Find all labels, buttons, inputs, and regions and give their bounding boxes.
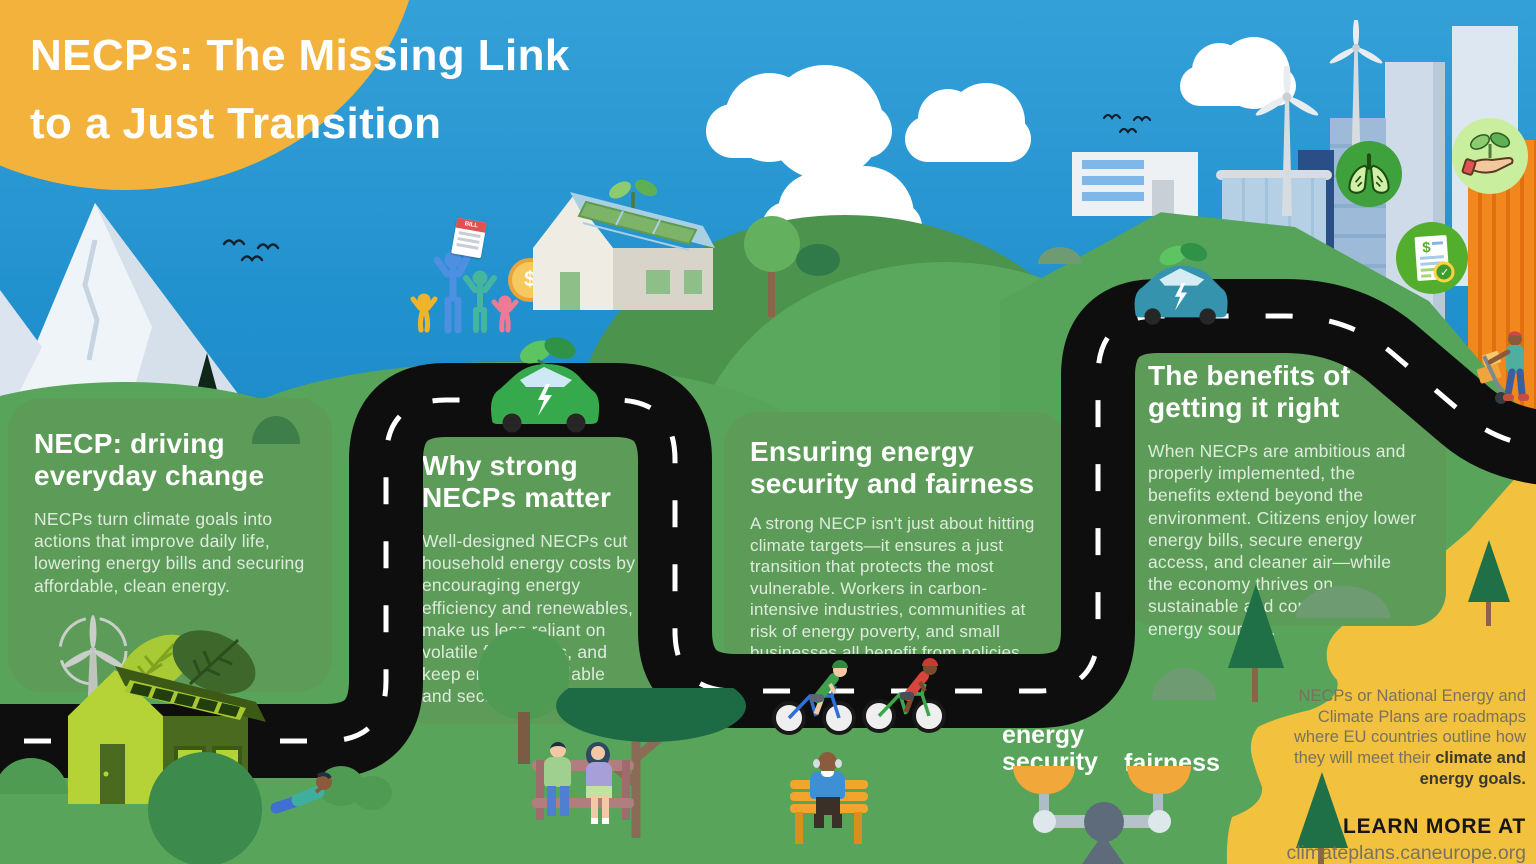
bench-post xyxy=(536,760,544,820)
scale-pivot-left xyxy=(1033,810,1056,833)
section-heading-1: NECP: driving everyday change xyxy=(34,428,265,492)
bill-check-mark: ✓ xyxy=(1440,267,1449,279)
office-windows xyxy=(1082,160,1144,169)
title-line-2: to a Just Transition xyxy=(30,99,442,149)
section-panel-2: Why strong NECPs matter Well-designed NE… xyxy=(396,424,664,724)
elderly-head xyxy=(818,752,837,773)
solar-house xyxy=(533,179,715,310)
glass-hall-roof xyxy=(1216,170,1332,180)
worker-hand-truck xyxy=(1476,331,1529,404)
man-legs xyxy=(560,786,569,816)
round-tree xyxy=(478,628,570,720)
website-link[interactable]: climateplans.caneurope.org xyxy=(1286,842,1526,864)
cyclist-red xyxy=(862,658,946,733)
conifer-trunk xyxy=(1486,596,1491,626)
woman-body xyxy=(586,762,612,788)
scale-pedestal xyxy=(1082,834,1124,864)
elderly-feet xyxy=(832,814,842,828)
footer-about-regular: NECPs or National Energy and Climate Pla… xyxy=(1293,687,1526,767)
man-body xyxy=(544,757,571,787)
title-line-1: NECPs: The Missing Link xyxy=(30,31,570,80)
energy-bill-icon: $ ✓ xyxy=(1396,222,1468,294)
cloud xyxy=(905,82,1031,162)
birds-icon xyxy=(1102,113,1152,134)
headphones-icon xyxy=(835,759,842,768)
page-title: NECPs: The Missing Link to a Just Transi… xyxy=(30,22,570,158)
family-figures xyxy=(410,251,519,334)
scale-stem xyxy=(1153,794,1163,816)
birds-icon xyxy=(222,239,280,263)
footer-about-text: NECPs or National Energy and Climate Pla… xyxy=(1272,686,1526,789)
wind-turbine-icon xyxy=(1255,66,1319,216)
scale-bowl-left xyxy=(1013,766,1075,794)
bench-elderly-man xyxy=(790,752,870,846)
office-windows xyxy=(1082,176,1144,185)
section-heading-4: The benefits of getting it right xyxy=(1148,360,1351,424)
footer-blob xyxy=(1226,455,1536,864)
footer-about: NECPs or National Energy and Climate Pla… xyxy=(1272,686,1526,864)
cloud xyxy=(1180,37,1296,110)
headphones-icon xyxy=(813,759,820,768)
hand-plant-icon xyxy=(1452,118,1528,194)
hill-tree xyxy=(744,216,840,317)
scale-bowl-right xyxy=(1127,766,1191,794)
man-legs xyxy=(547,786,556,816)
bush xyxy=(352,776,392,810)
office-door xyxy=(1152,180,1174,216)
man-head xyxy=(550,742,566,758)
scale-stem xyxy=(1039,794,1049,816)
person-lying xyxy=(270,772,332,814)
round-tree xyxy=(148,752,262,864)
cloud xyxy=(706,65,892,181)
bench-back xyxy=(532,760,634,771)
bench-leg xyxy=(795,812,803,844)
scale-hub xyxy=(1084,802,1124,842)
bill-dollar-sign: $ xyxy=(1422,239,1432,257)
footer-about-bold: climate and energy goals. xyxy=(1419,748,1526,788)
learn-more-label: LEARN MORE AT xyxy=(1342,815,1526,839)
section-body-1: NECPs turn climate goals into actions th… xyxy=(34,508,305,596)
cyclist-green xyxy=(772,660,856,735)
conifer-trunk xyxy=(1252,660,1258,702)
office-windows xyxy=(1082,192,1144,201)
scale-pivot-right xyxy=(1148,810,1171,833)
bench-post xyxy=(622,760,630,820)
hill-bush xyxy=(1038,247,1082,264)
elderly-collar xyxy=(821,771,834,777)
celebrating-family: BILL xyxy=(410,217,520,336)
section-heading-3: Ensuring energy security and fairness xyxy=(750,436,1035,500)
elderly-legs xyxy=(816,797,840,815)
woman-head xyxy=(591,746,605,760)
woman-legs xyxy=(602,796,609,824)
wind-turbine-icon xyxy=(1329,20,1383,149)
electric-car-green xyxy=(491,337,600,433)
bench-couple xyxy=(532,736,638,832)
woman-skirt xyxy=(586,786,612,798)
section-heading-2: Why strong NECPs matter xyxy=(422,450,612,514)
elderly-feet xyxy=(814,814,824,828)
tree-trunk xyxy=(518,712,530,764)
bench-seat xyxy=(532,798,634,808)
bench-leg xyxy=(854,812,862,844)
woman-legs xyxy=(591,796,598,824)
electric-car-teal xyxy=(1134,242,1228,325)
balance-scale: energy security fairness xyxy=(1000,720,1250,864)
lungs-icon xyxy=(1336,141,1402,207)
conifer-trunk xyxy=(1318,842,1324,864)
